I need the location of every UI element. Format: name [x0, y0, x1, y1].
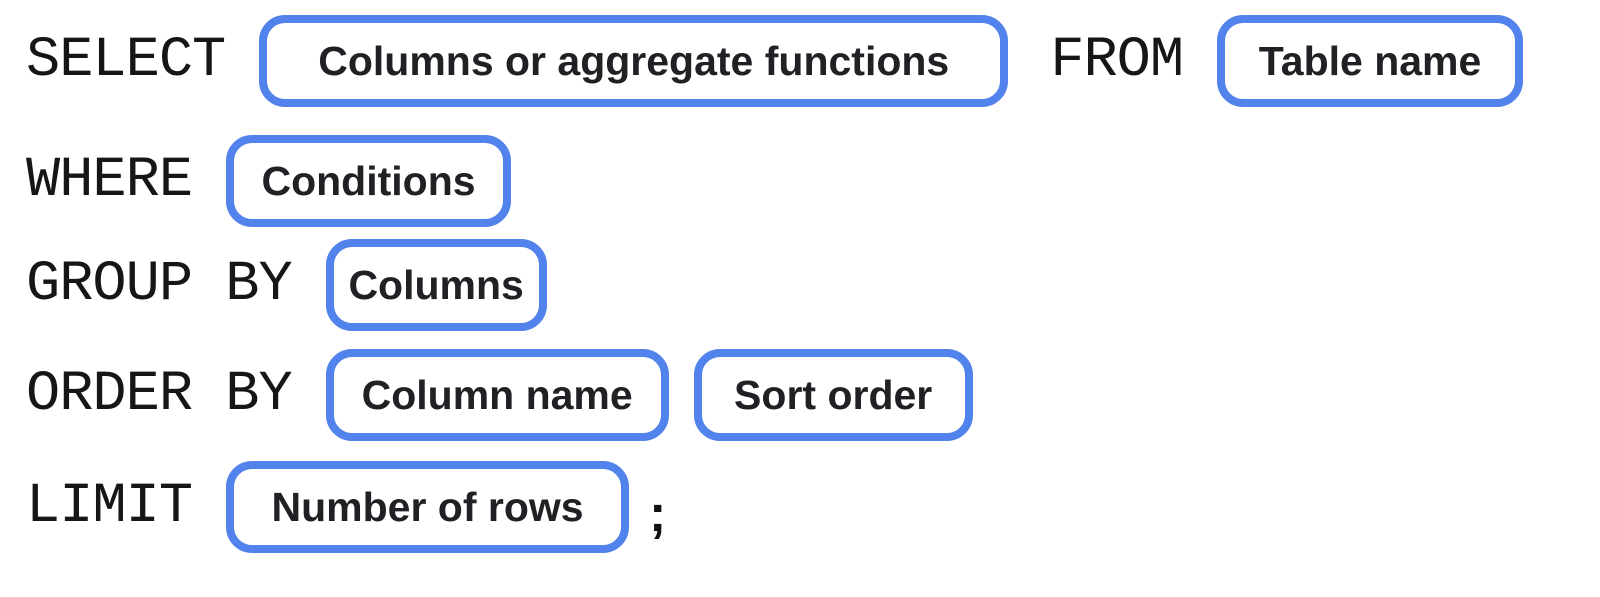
- placeholder-box-column-name: Column name: [325, 349, 669, 441]
- syntax-row-order-by: ORDER BY Column name Sort order: [26, 349, 1600, 441]
- placeholder-box-columns-or-aggregate-functions: Columns or aggregate functions: [259, 15, 1009, 107]
- syntax-row-group-by: GROUP BY Columns: [26, 239, 1600, 331]
- placeholder-box-columns: Columns: [325, 239, 547, 331]
- placeholder-box-sort-order: Sort order: [693, 349, 973, 441]
- syntax-row-select: SELECT Columns or aggregate functions FR…: [26, 15, 1600, 107]
- statement-terminator-semicolon: ;: [649, 485, 667, 543]
- keyword-group-by: GROUP BY: [26, 253, 293, 317]
- keyword-limit: LIMIT: [26, 475, 193, 539]
- placeholder-box-number-of-rows: Number of rows: [226, 461, 630, 553]
- syntax-row-where: WHERE Conditions: [26, 135, 1600, 227]
- keyword-from: FROM: [1050, 29, 1184, 93]
- syntax-row-limit: LIMIT Number of rows ;: [26, 461, 1600, 553]
- keyword-order-by: ORDER BY: [26, 363, 293, 427]
- keyword-select: SELECT: [26, 29, 226, 93]
- placeholder-box-table-name: Table name: [1217, 15, 1524, 107]
- placeholder-box-conditions: Conditions: [226, 135, 512, 227]
- keyword-where: WHERE: [26, 149, 193, 213]
